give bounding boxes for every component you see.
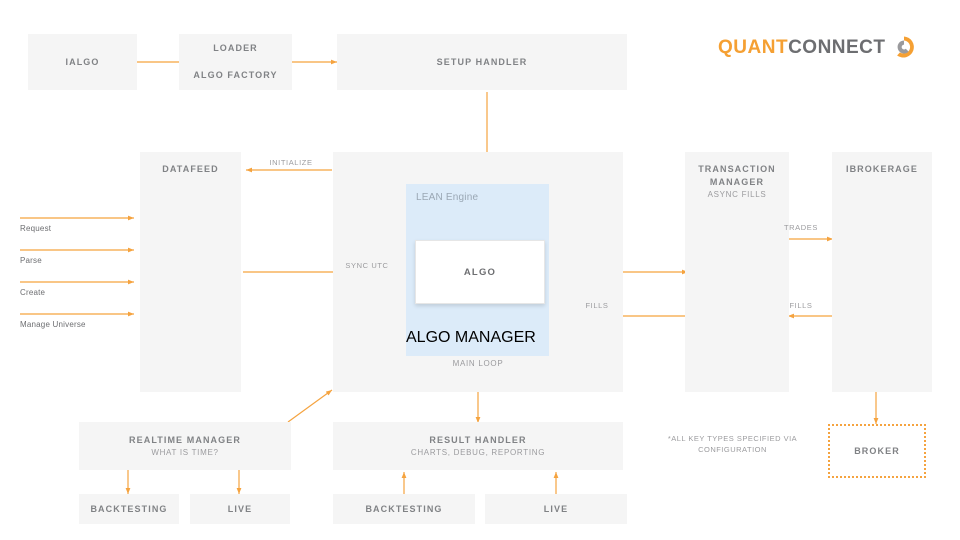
label-fills-to-loop: FILLS bbox=[585, 301, 609, 310]
box-loader-label: LOADER bbox=[213, 43, 258, 53]
box-realtime-manager-label: REALTIME MANAGER bbox=[129, 434, 241, 445]
box-transaction-manager-sub: ASYNC FILLS bbox=[707, 190, 767, 199]
box-result-live-label: LIVE bbox=[543, 503, 569, 514]
box-ialgo-label: IALGO bbox=[65, 56, 100, 67]
panel-lean-engine-label: LEAN Engine bbox=[416, 192, 479, 203]
box-realtime-manager[interactable]: REALTIME MANAGER WHAT IS TIME? bbox=[79, 422, 291, 470]
box-datafeed-label: DATAFEED bbox=[162, 164, 219, 174]
quantconnect-circle-logo-icon bbox=[896, 36, 914, 58]
footnote-key-types: *ALL KEY TYPES SPECIFIED VIA CONFIGURATI… bbox=[667, 434, 798, 454]
label-trades: TRADES bbox=[783, 223, 819, 232]
card-algo-label: ALGO bbox=[463, 266, 497, 278]
datafeed-input-label-create: Create bbox=[20, 288, 46, 297]
box-datafeed[interactable]: DATAFEED bbox=[140, 152, 241, 392]
box-setup-handler-label: SETUP HANDLER bbox=[436, 56, 528, 67]
box-ialgo[interactable]: IALGO bbox=[28, 34, 137, 90]
arrow-realtime-to-loop bbox=[287, 389, 333, 423]
box-setup-handler[interactable]: SETUP HANDLER bbox=[337, 34, 627, 90]
box-result-handler-sub: CHARTS, DEBUG, REPORTING bbox=[410, 447, 546, 457]
box-main-loop-label: MAIN LOOP bbox=[452, 359, 504, 368]
box-result-handler[interactable]: RESULT HANDLER CHARTS, DEBUG, REPORTING bbox=[333, 422, 623, 470]
datafeed-input-label-manage-universe: Manage Universe bbox=[20, 320, 86, 329]
box-broker[interactable]: BROKER bbox=[828, 424, 926, 478]
label-sync-utc: SYNC UTC bbox=[345, 261, 389, 270]
box-realtime-backtesting[interactable]: BACKTESTING bbox=[79, 494, 179, 524]
box-broker-label: BROKER bbox=[854, 446, 900, 456]
box-algo-factory-label: ALGO FACTORY bbox=[193, 70, 278, 80]
logo-word-connect: CONNECT bbox=[788, 36, 886, 58]
box-result-backtesting-label: BACKTESTING bbox=[365, 503, 443, 514]
box-realtime-manager-sub: WHAT IS TIME? bbox=[151, 447, 219, 457]
box-ibrokerage-label: IBROKERAGE bbox=[845, 164, 918, 174]
box-realtime-backtesting-label: BACKTESTING bbox=[90, 503, 168, 514]
box-transaction-manager-label: TRANSACTION MANAGER bbox=[698, 164, 776, 187]
card-algo[interactable]: ALGO bbox=[415, 240, 545, 304]
box-realtime-live-label: LIVE bbox=[227, 503, 253, 514]
box-result-backtesting[interactable]: BACKTESTING bbox=[333, 494, 475, 524]
label-algo-manager: ALGO MANAGER bbox=[406, 329, 536, 346]
box-ibrokerage[interactable]: IBROKERAGE bbox=[832, 152, 932, 392]
box-result-handler-label: RESULT HANDLER bbox=[429, 434, 527, 445]
box-transaction-manager[interactable]: TRANSACTION MANAGER ASYNC FILLS bbox=[685, 152, 789, 392]
box-realtime-live[interactable]: LIVE bbox=[190, 494, 290, 524]
label-initialize: INITIALIZE bbox=[269, 158, 313, 167]
datafeed-input-label-parse: Parse bbox=[20, 256, 42, 265]
logo-word-quant: QUANT bbox=[718, 36, 789, 58]
label-fills-from-brokerage: FILLS bbox=[789, 301, 813, 310]
box-result-live[interactable]: LIVE bbox=[485, 494, 627, 524]
datafeed-input-label-request: Request bbox=[20, 224, 52, 233]
box-loader-algofactory[interactable]: LOADER ALGO FACTORY bbox=[179, 34, 292, 90]
